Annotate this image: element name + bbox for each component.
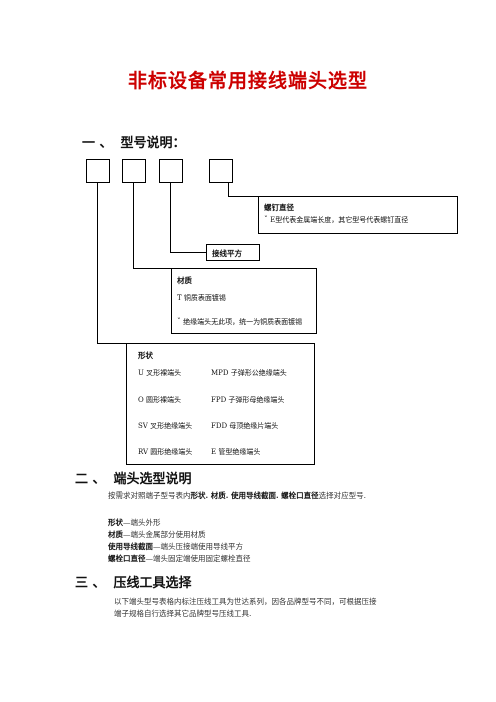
section-3-heading: 三 、压线工具选择: [75, 572, 192, 591]
section-2-label: 端头选型说明: [113, 472, 192, 487]
section-3-label: 压线工具选择: [113, 576, 192, 591]
intro-part-b: 形状. 材质. 使用导线截面. 螺栓口直径: [190, 491, 319, 500]
shape-row-2-left: O 圆形裸端头: [138, 396, 181, 404]
connector-shape: [97, 182, 98, 343]
definition-item: 形状—端头外形: [108, 518, 161, 527]
connector-screw: [228, 182, 229, 196]
bullet-icon: ˇ: [264, 215, 268, 224]
definition-item: 材质—端头金属部分使用材质: [108, 530, 206, 539]
bullet-icon: ˇ: [177, 317, 181, 326]
shape-row-2-right: FPD 子弹形母绝缘端头: [211, 396, 285, 404]
material-line-2: 绝缘端头无此项，统一为铜质表面镀锡: [183, 318, 303, 326]
page-title: 非标设备常用接线端头选型: [127, 70, 368, 92]
material-line-2-row: ˇ 绝缘端头无此项，统一为铜质表面镀锡: [177, 317, 302, 327]
wire-size-title: 接线平方: [212, 249, 242, 258]
section-1-number: 一 、: [82, 136, 113, 151]
screw-diameter-box: 螺钉直径 ˇ E型代表金属端长度，其它型号代表螺钉直径: [258, 196, 458, 234]
code-slot-material: [122, 159, 146, 183]
definition-term: 形状: [108, 518, 123, 527]
material-title: 材质: [177, 276, 192, 285]
definition-desc: 端头固定端使用固定螺栓直径: [153, 554, 251, 563]
connector-wire: [170, 182, 171, 252]
definition-term: 使用导线截面: [108, 542, 153, 551]
shape-row-3-left: SV 叉形绝缘端头: [138, 422, 193, 430]
material-box: 材质 T 铜质表面镀锡 ˇ 绝缘端头无此项，统一为铜质表面镀锡: [171, 268, 317, 334]
connector-shape-h: [97, 343, 126, 344]
screw-diameter-desc-row: ˇ E型代表金属端长度，其它型号代表螺钉直径: [264, 215, 408, 225]
definition-desc: 端头压接端使用导线平方: [160, 542, 244, 551]
connector-screw-h: [228, 196, 258, 197]
intro-part-a: 按需求对照端子型号表内: [108, 491, 191, 500]
definition-desc: 端头外形: [130, 518, 161, 527]
definition-item: 螺栓口直径—端头固定端使用固定螺栓直径: [108, 554, 251, 563]
shape-row-3-right: FDD 母顶绝缘片端头: [211, 422, 279, 430]
screw-diameter-desc: E型代表金属端长度，其它型号代表螺钉直径: [270, 216, 409, 224]
definition-item: 使用导线截面—端头压接端使用导线平方: [108, 542, 244, 551]
section-2-heading: 二 、端头选型说明: [75, 468, 192, 487]
section-3-line-2: 端子规格自行选择其它品牌型号压线工具.: [114, 609, 252, 618]
screw-diameter-title: 螺钉直径: [264, 203, 294, 212]
definition-term: 螺栓口直径: [108, 554, 146, 563]
section-2-number: 二 、: [75, 472, 106, 487]
shape-title: 形状: [138, 351, 153, 360]
wire-size-box: 接线平方: [206, 244, 260, 261]
section-1-label: 型号说明：: [120, 136, 186, 151]
shape-row-4-left: RV 圆形绝缘端头: [138, 448, 193, 456]
connector-material-h: [133, 268, 171, 269]
definition-desc: 端头金属部分使用材质: [130, 530, 206, 539]
definition-list: 形状—端头外形 材质—端头金属部分使用材质 使用导线截面—端头压接端使用导线平方…: [108, 517, 251, 565]
code-slot-shape: [86, 159, 110, 183]
code-slot-wire-size: [159, 159, 183, 183]
section-3-number: 三 、: [75, 576, 106, 591]
intro-part-c: 选择对应型号.: [318, 491, 367, 500]
connector-material: [133, 182, 134, 268]
connector-wire-h: [170, 252, 206, 253]
shape-box: 形状 U 叉形裸端头 MPD 子弹形公绝缘端头 O 圆形裸端头 FPD 子弹形母…: [126, 343, 315, 465]
section-1-heading: 一 、型号说明：: [82, 132, 186, 151]
shape-row-4-right: E 管型绝缘端头: [211, 448, 261, 456]
shape-row-1-left: U 叉形裸端头: [138, 369, 182, 377]
code-slot-screw-diameter: [209, 159, 233, 183]
section-3-line-1: 以下端头型号表格内标注压线工具为世达系列，因各品牌型号不同，可根据压接: [114, 597, 377, 606]
section-2-intro: 按需求对照端子型号表内形状. 材质. 使用导线截面. 螺栓口直径选择对应型号.: [108, 490, 366, 502]
definition-term: 材质: [108, 530, 123, 539]
material-line-1: T 铜质表面镀锡: [177, 294, 226, 302]
shape-row-1-right: MPD 子弹形公绝缘端头: [211, 369, 287, 377]
section-3-text: 以下端头型号表格内标注压线工具为世达系列，因各品牌型号不同，可根据压接 端子规格…: [114, 596, 377, 620]
